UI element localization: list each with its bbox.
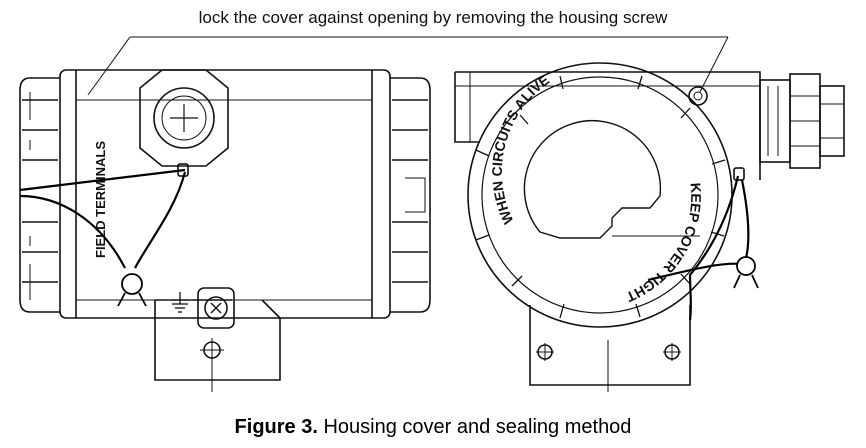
ground-symbol-icon [172,292,188,313]
callout-text: lock the cover against opening by removi… [198,8,668,27]
field-terminals-label: FIELD TERMINALS [93,141,108,258]
left-sealing-wire [19,163,189,269]
right-mounting-bracket [529,305,691,392]
figure-number: Figure 3. [234,416,318,438]
cable-gland-nut [139,69,229,167]
callout-leader-lines [87,36,729,96]
when-circuits-alive-label: WHEN CIRCUITS ALIVE [489,71,552,226]
left-cover-fins [19,77,60,313]
figure-title: Housing cover and sealing method [317,416,632,438]
ground-screw [197,287,235,329]
right-cover-fins [390,77,431,313]
figure-caption: Figure 3. Housing cover and sealing meth… [0,416,866,439]
left-mounting-bracket [154,299,281,392]
left-lead-seal [117,273,147,307]
left-housing-side-view [19,69,431,392]
housing-lock-screw [688,86,708,106]
right-cable-gland [759,73,845,169]
right-lead-seal [733,256,759,289]
cover-inner-recess [523,120,662,239]
cover-grip-notches [475,75,726,319]
front-cover-ring [481,76,719,314]
keep-cover-tight-label: KEEP COVER TIGHT [624,182,705,305]
